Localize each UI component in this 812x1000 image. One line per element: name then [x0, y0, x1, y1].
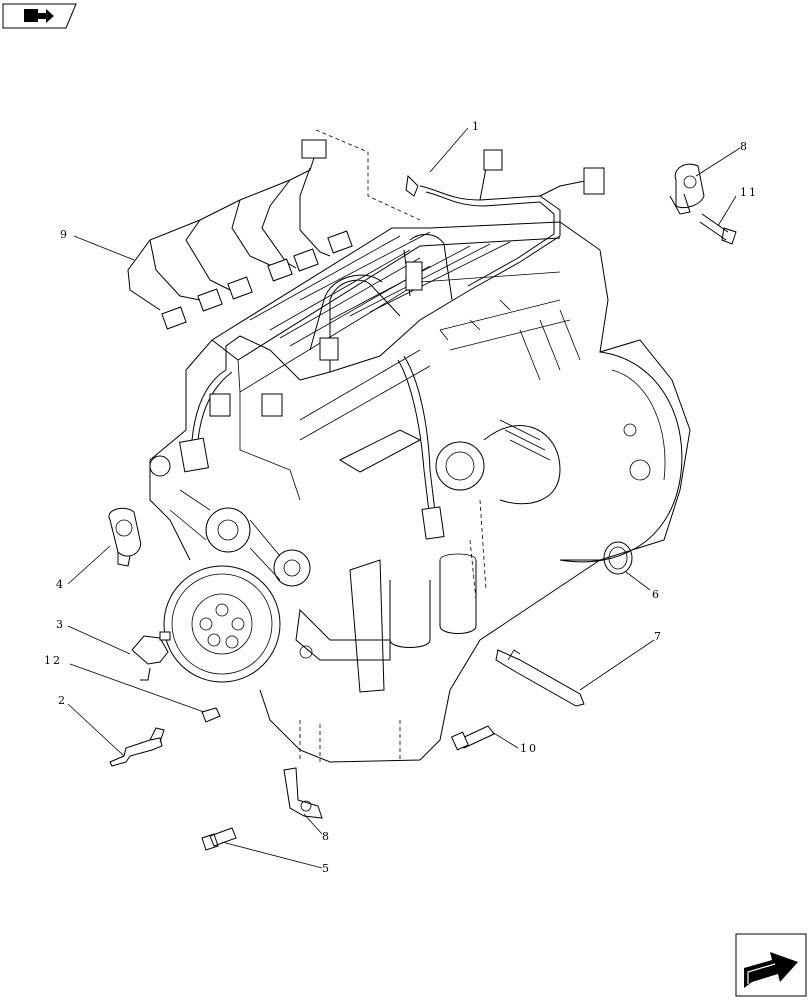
callout-6: 6 — [652, 588, 661, 601]
callout-9: 9 — [60, 228, 69, 241]
bolt-part-10 — [451, 725, 495, 751]
leader-lines — [67, 127, 741, 869]
callout-12: 12 — [44, 654, 62, 667]
strap-part-7 — [495, 649, 585, 707]
callout-10: 10 — [520, 742, 538, 755]
clamp-part-bottom — [283, 767, 323, 819]
callout-3: 3 — [56, 618, 65, 631]
callout-8-top: 8 — [740, 140, 749, 153]
hose-clamp-part-6 — [603, 541, 633, 575]
book-navigation-icon[interactable] — [2, 3, 77, 29]
callout-8-bottom: 8 — [322, 830, 331, 843]
callout-labels: 1 8 11 9 4 6 3 7 12 2 10 8 5 — [44, 120, 758, 875]
sensor-part-4 — [108, 507, 142, 567]
bracket-part-12 — [201, 707, 221, 723]
callout-1: 1 — [472, 120, 481, 133]
callout-2: 2 — [58, 694, 67, 707]
bracket-part-2 — [109, 727, 165, 767]
callout-7: 7 — [654, 630, 663, 643]
clamp-part-top — [669, 163, 705, 215]
callout-4: 4 — [56, 578, 65, 591]
callout-5: 5 — [322, 862, 331, 875]
next-page-arrow-icon[interactable] — [735, 933, 807, 997]
engine-assembly — [149, 221, 691, 763]
injector-wiring-harness — [127, 129, 421, 330]
connector-part-3 — [131, 631, 171, 681]
callout-11: 11 — [740, 186, 758, 199]
bolt-part-5 — [201, 827, 237, 851]
screw-part-11 — [699, 213, 737, 245]
main-wiring-harness — [178, 149, 605, 540]
